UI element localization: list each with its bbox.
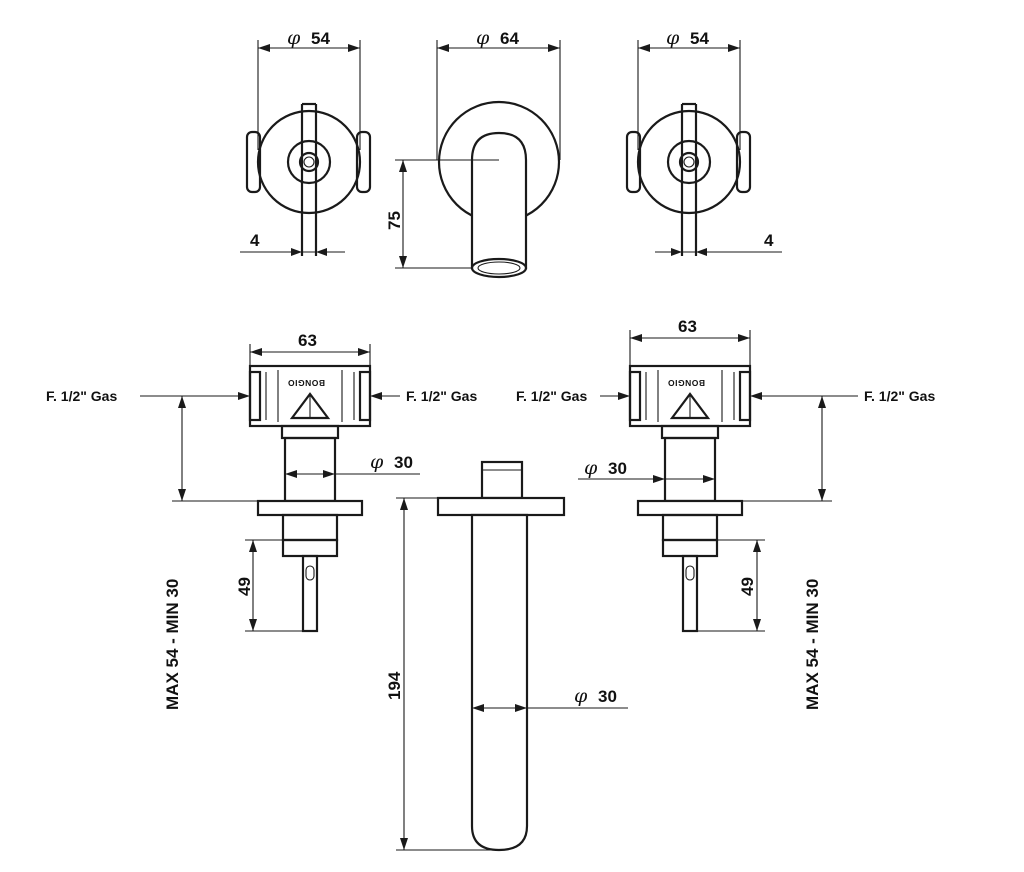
right-handle-diameter-dimension: φ 54: [637, 27, 741, 150]
svg-text:φ: φ: [287, 27, 301, 49]
left-lever-width-label: 4: [250, 231, 260, 250]
right-lever-width-dimension: 4: [655, 231, 782, 256]
spout-height-dimension: 75: [385, 159, 499, 269]
right-handle-diameter-label: 54: [690, 29, 709, 48]
spout-side-view: [436, 460, 566, 852]
svg-text:φ: φ: [584, 457, 598, 479]
left-inlet-labels: F. 1/2" Gas F. 1/2" Gas: [46, 388, 477, 404]
left-stem-length-label: 49: [235, 577, 254, 596]
right-wall-depth-label: MAX 54 - MIN 30: [803, 579, 822, 710]
spout-length-dimension: 194: [385, 497, 499, 851]
right-lever-width-label: 4: [764, 231, 774, 250]
right-body-width-dimension: 63: [629, 317, 751, 366]
right-stem-diameter-label: 30: [608, 459, 627, 478]
left-wall-depth-dimension: MAX 54 - MIN 30: [163, 396, 258, 710]
left-valve-inlet-right-label: F. 1/2" Gas: [406, 388, 477, 404]
spout-height-label: 75: [385, 211, 404, 230]
left-body-brand: BONGIO: [288, 378, 325, 388]
spout-diameter-label: 30: [598, 687, 617, 706]
left-stem-diameter-label: 30: [394, 453, 413, 472]
svg-text:φ: φ: [370, 451, 384, 473]
left-handle-front-view: [245, 102, 372, 256]
left-lever-width-dimension: 4: [240, 231, 345, 256]
right-valve-inlet-right-label: F. 1/2" Gas: [864, 388, 935, 404]
left-handle-diameter-dimension: φ 54: [257, 27, 361, 150]
spout-front-view: [437, 100, 561, 279]
spout-flange-diameter-label: 64: [500, 29, 519, 48]
spout-diameter-dimension: φ 30: [472, 685, 628, 712]
svg-text:φ: φ: [666, 27, 680, 49]
right-stem-length-dimension: 49: [697, 539, 765, 632]
left-stem-length-dimension: 49: [235, 539, 317, 632]
right-stem-diameter-dimension: φ 30: [578, 457, 715, 483]
left-stem-diameter-dimension: φ 30: [285, 451, 420, 478]
right-stem-length-label: 49: [738, 577, 757, 596]
left-valve-inlet-left-label: F. 1/2" Gas: [46, 388, 117, 404]
right-valve-side-view: BONGIO: [628, 364, 752, 633]
left-body-width-dimension: 63: [249, 331, 371, 366]
svg-text:φ: φ: [574, 685, 588, 707]
left-handle-diameter-label: 54: [311, 29, 330, 48]
right-wall-depth-dimension: MAX 54 - MIN 30: [742, 396, 832, 710]
spout-length-label: 194: [385, 671, 404, 700]
right-handle-front-view: [625, 102, 752, 256]
left-wall-depth-label: MAX 54 - MIN 30: [163, 579, 182, 710]
right-valve-inlet-left-label: F. 1/2" Gas: [516, 388, 587, 404]
left-body-width-label: 63: [298, 331, 317, 350]
right-body-brand: BONGIO: [668, 378, 705, 388]
right-body-width-label: 63: [678, 317, 697, 336]
right-inlet-labels: F. 1/2" Gas F. 1/2" Gas: [516, 388, 935, 404]
left-valve-side-view: BONGIO: [248, 364, 372, 633]
svg-text:φ: φ: [476, 27, 490, 49]
spout-flange-diameter-dimension: φ 64: [436, 27, 561, 160]
